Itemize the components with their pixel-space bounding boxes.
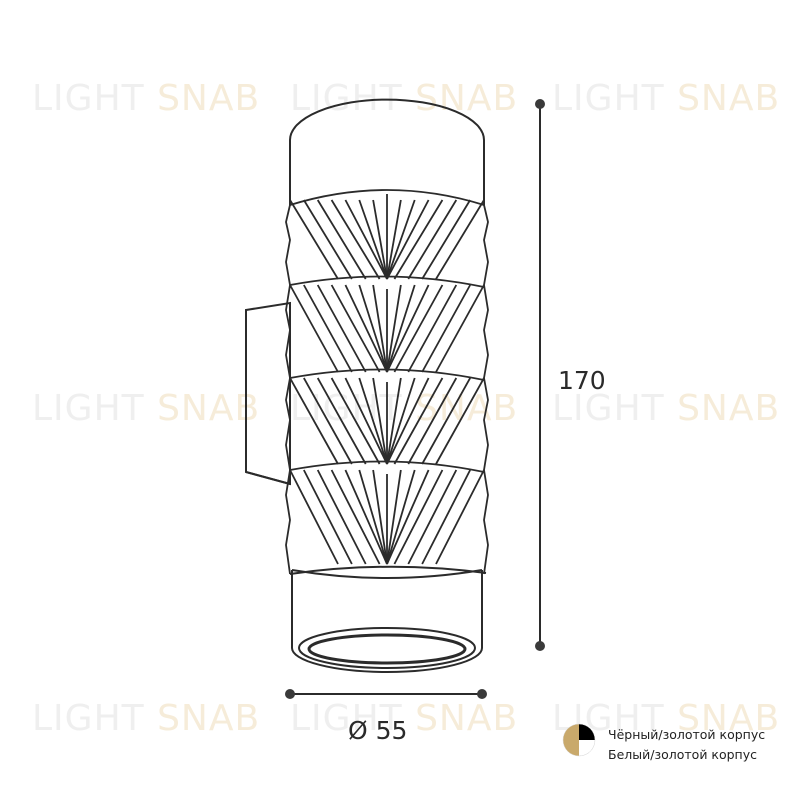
diameter-dim-right-dot (477, 689, 487, 699)
watermark-text: LIGHT SNAB (32, 78, 260, 119)
legend-label-black-gold: Чёрный/золотой корпус (608, 726, 766, 742)
diameter-label: Ø 55 (348, 716, 408, 745)
height-dim-top-dot (535, 99, 545, 109)
bottom-ring (291, 570, 483, 673)
watermark-text: LIGHT SNAB (552, 78, 780, 119)
watermark-text: LIGHT SNAB (32, 698, 260, 739)
diameter-dimension (285, 689, 487, 699)
legend-label-white-gold: Белый/золотой корпус (608, 746, 757, 762)
diameter-dim-left-dot (285, 689, 295, 699)
top-cap (289, 98, 485, 205)
watermark-text: LIGHT SNAB (290, 698, 518, 739)
color-legend: Чёрный/золотой корпус Белый/золотой корп… (562, 724, 765, 764)
lens-ring-inner (307, 633, 467, 665)
watermark-text: LIGHT SNAB (290, 78, 518, 119)
watermark-text: LIGHT SNAB (32, 388, 260, 429)
watermark-text: LIGHT SNAB (552, 388, 780, 429)
wall-bracket (245, 301, 291, 486)
watermark-layer: LIGHT SNAB LIGHT SNAB LIGHT SNAB LIGHT SNAB… (32, 78, 780, 739)
fixture-body (289, 98, 487, 673)
height-dimension (535, 99, 545, 651)
height-dim-bottom-dot (535, 641, 545, 651)
watermark-text: LIGHT SNAB (552, 698, 780, 739)
lens-ring-outer (298, 627, 476, 669)
chevron-pattern (285, 189, 489, 575)
legend-swatch-black-gold (562, 723, 596, 757)
height-label: 170 (558, 366, 606, 395)
